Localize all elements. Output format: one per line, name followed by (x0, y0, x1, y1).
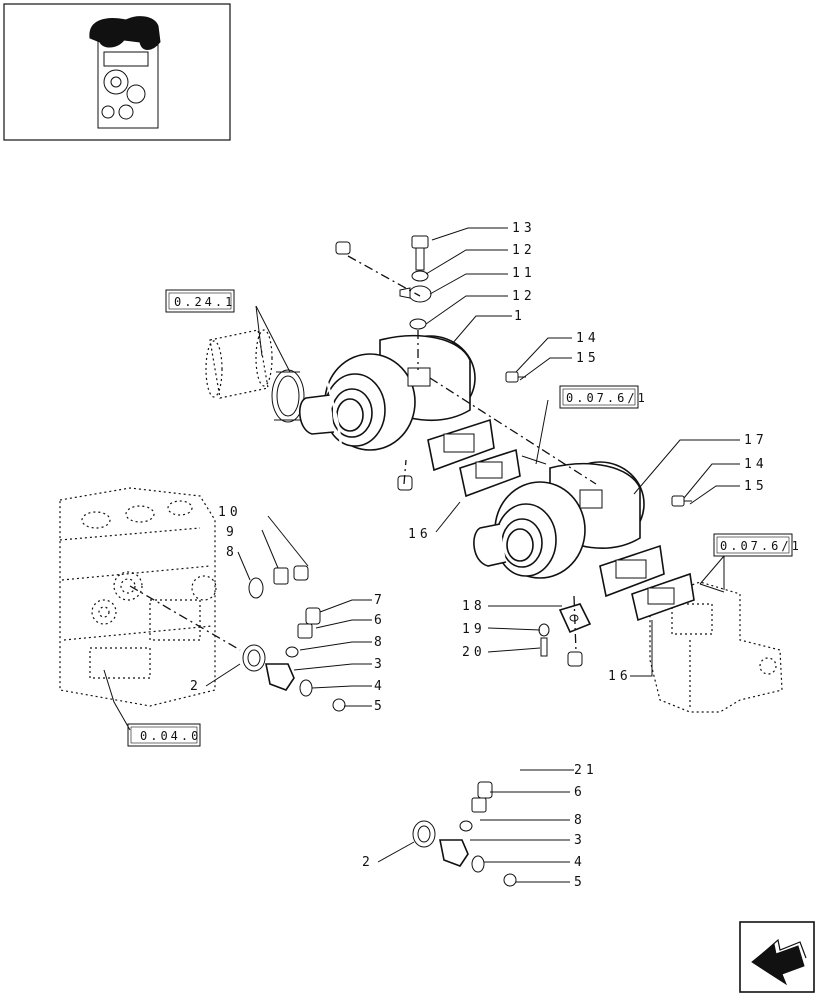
oil-drain-pipe-lower[interactable] (471, 651, 583, 813)
next-page-arrow-icon[interactable] (739, 921, 815, 993)
callout-7: 7 (374, 593, 386, 608)
callout-5-upper: 5 (374, 699, 386, 714)
callout-13: 13 (512, 221, 536, 236)
reference-box-0-04-0[interactable]: 0.04.0 (127, 723, 201, 747)
gasket-upper[interactable] (459, 448, 521, 498)
air-intake-hose[interactable] (205, 329, 273, 399)
callout-6-upper: 6 (374, 613, 386, 628)
reference-label: 0.04.0 (140, 729, 201, 743)
callout-18: 18 (462, 599, 486, 614)
engine-block-illustration (59, 487, 217, 707)
turbocharger-upper[interactable] (299, 334, 495, 472)
adapter-9[interactable] (273, 567, 289, 585)
seal-8-upper[interactable] (285, 646, 299, 658)
washer-4-upper[interactable] (299, 679, 313, 697)
callout-2-upper: 2 (190, 679, 202, 694)
callout-16-upper: 16 (408, 527, 432, 542)
callout-6-lower: 6 (574, 785, 586, 800)
callout-2-lower: 2 (362, 855, 374, 870)
oil-feed-pipe[interactable] (293, 241, 351, 581)
callout-12-lower: 12 (512, 289, 536, 304)
leader-lines (103, 227, 740, 883)
oil-drain-pipe-upper[interactable] (297, 475, 413, 639)
callout-labels: 13 12 11 12 1 14 15 17 14 15 10 9 8 16 1… (190, 221, 768, 890)
callout-16-lower: 16 (608, 669, 632, 684)
callout-5-lower: 5 (574, 875, 586, 890)
callout-8-left: 8 (226, 545, 238, 560)
washer-19[interactable] (538, 623, 550, 637)
reference-box-0-07-6-1-lower[interactable]: 0.07.6/1 (713, 533, 802, 557)
assembly-axis-lines (129, 255, 597, 653)
callout-10: 10 (218, 505, 242, 520)
callout-19: 19 (462, 622, 486, 637)
callout-15-lower: 15 (744, 479, 768, 494)
turbocharger-lower[interactable] (473, 461, 665, 598)
reference-label: 0.24.1 (174, 295, 235, 309)
callout-3-lower: 3 (574, 833, 586, 848)
reference-label: 0.07.6/1 (566, 391, 648, 405)
hose-clamp[interactable] (271, 369, 305, 423)
elbow-3-lower[interactable] (439, 839, 469, 867)
stud-lower[interactable] (699, 583, 725, 593)
banjo-fitting-11[interactable] (399, 285, 432, 303)
seal-washer-8-left[interactable] (248, 577, 264, 599)
bolt-20[interactable] (540, 637, 548, 657)
exhaust-manifold-illustration (649, 581, 783, 713)
callout-4-upper: 4 (374, 679, 386, 694)
screw-14-lower[interactable] (671, 495, 692, 507)
washer-12-lower[interactable] (409, 318, 427, 330)
seal-8-lower[interactable] (459, 820, 473, 832)
callout-14-upper: 14 (576, 331, 600, 346)
callout-12-upper: 12 (512, 243, 536, 258)
callout-11: 11 (512, 266, 536, 281)
callout-8-lower: 8 (574, 813, 586, 828)
bolt-5-lower[interactable] (483, 866, 517, 887)
banjo-bolt-13[interactable] (411, 235, 429, 271)
screw-14-upper[interactable] (505, 371, 526, 383)
washer-12-upper[interactable] (411, 270, 429, 282)
callout-1: 1 (514, 309, 526, 324)
callout-20: 20 (462, 645, 486, 660)
callout-17: 17 (744, 433, 768, 448)
callout-8-upper: 8 (374, 635, 386, 650)
washer-4-lower[interactable] (471, 855, 485, 873)
callout-4-lower: 4 (574, 855, 586, 870)
callout-15-upper: 15 (576, 351, 600, 366)
o-ring-2-upper[interactable] (242, 644, 266, 672)
reference-box-0-07-6-1-upper[interactable]: 0.07.6/1 (559, 385, 648, 409)
reference-box-0-24-1[interactable]: 0.24.1 (165, 289, 235, 313)
reference-label: 0.07.6/1 (720, 539, 802, 553)
engine-locator-thumbnail-icon[interactable] (3, 3, 231, 141)
bolt-5-upper[interactable] (311, 690, 346, 712)
o-ring-2-lower[interactable] (412, 820, 436, 848)
callout-3-upper: 3 (374, 657, 386, 672)
callout-9: 9 (226, 525, 238, 540)
elbow-3-upper[interactable] (265, 663, 295, 691)
stud-upper[interactable] (521, 455, 547, 465)
callout-14-lower: 14 (744, 457, 768, 472)
callout-21: 21 (574, 763, 598, 778)
gasket-lower[interactable] (631, 572, 695, 622)
